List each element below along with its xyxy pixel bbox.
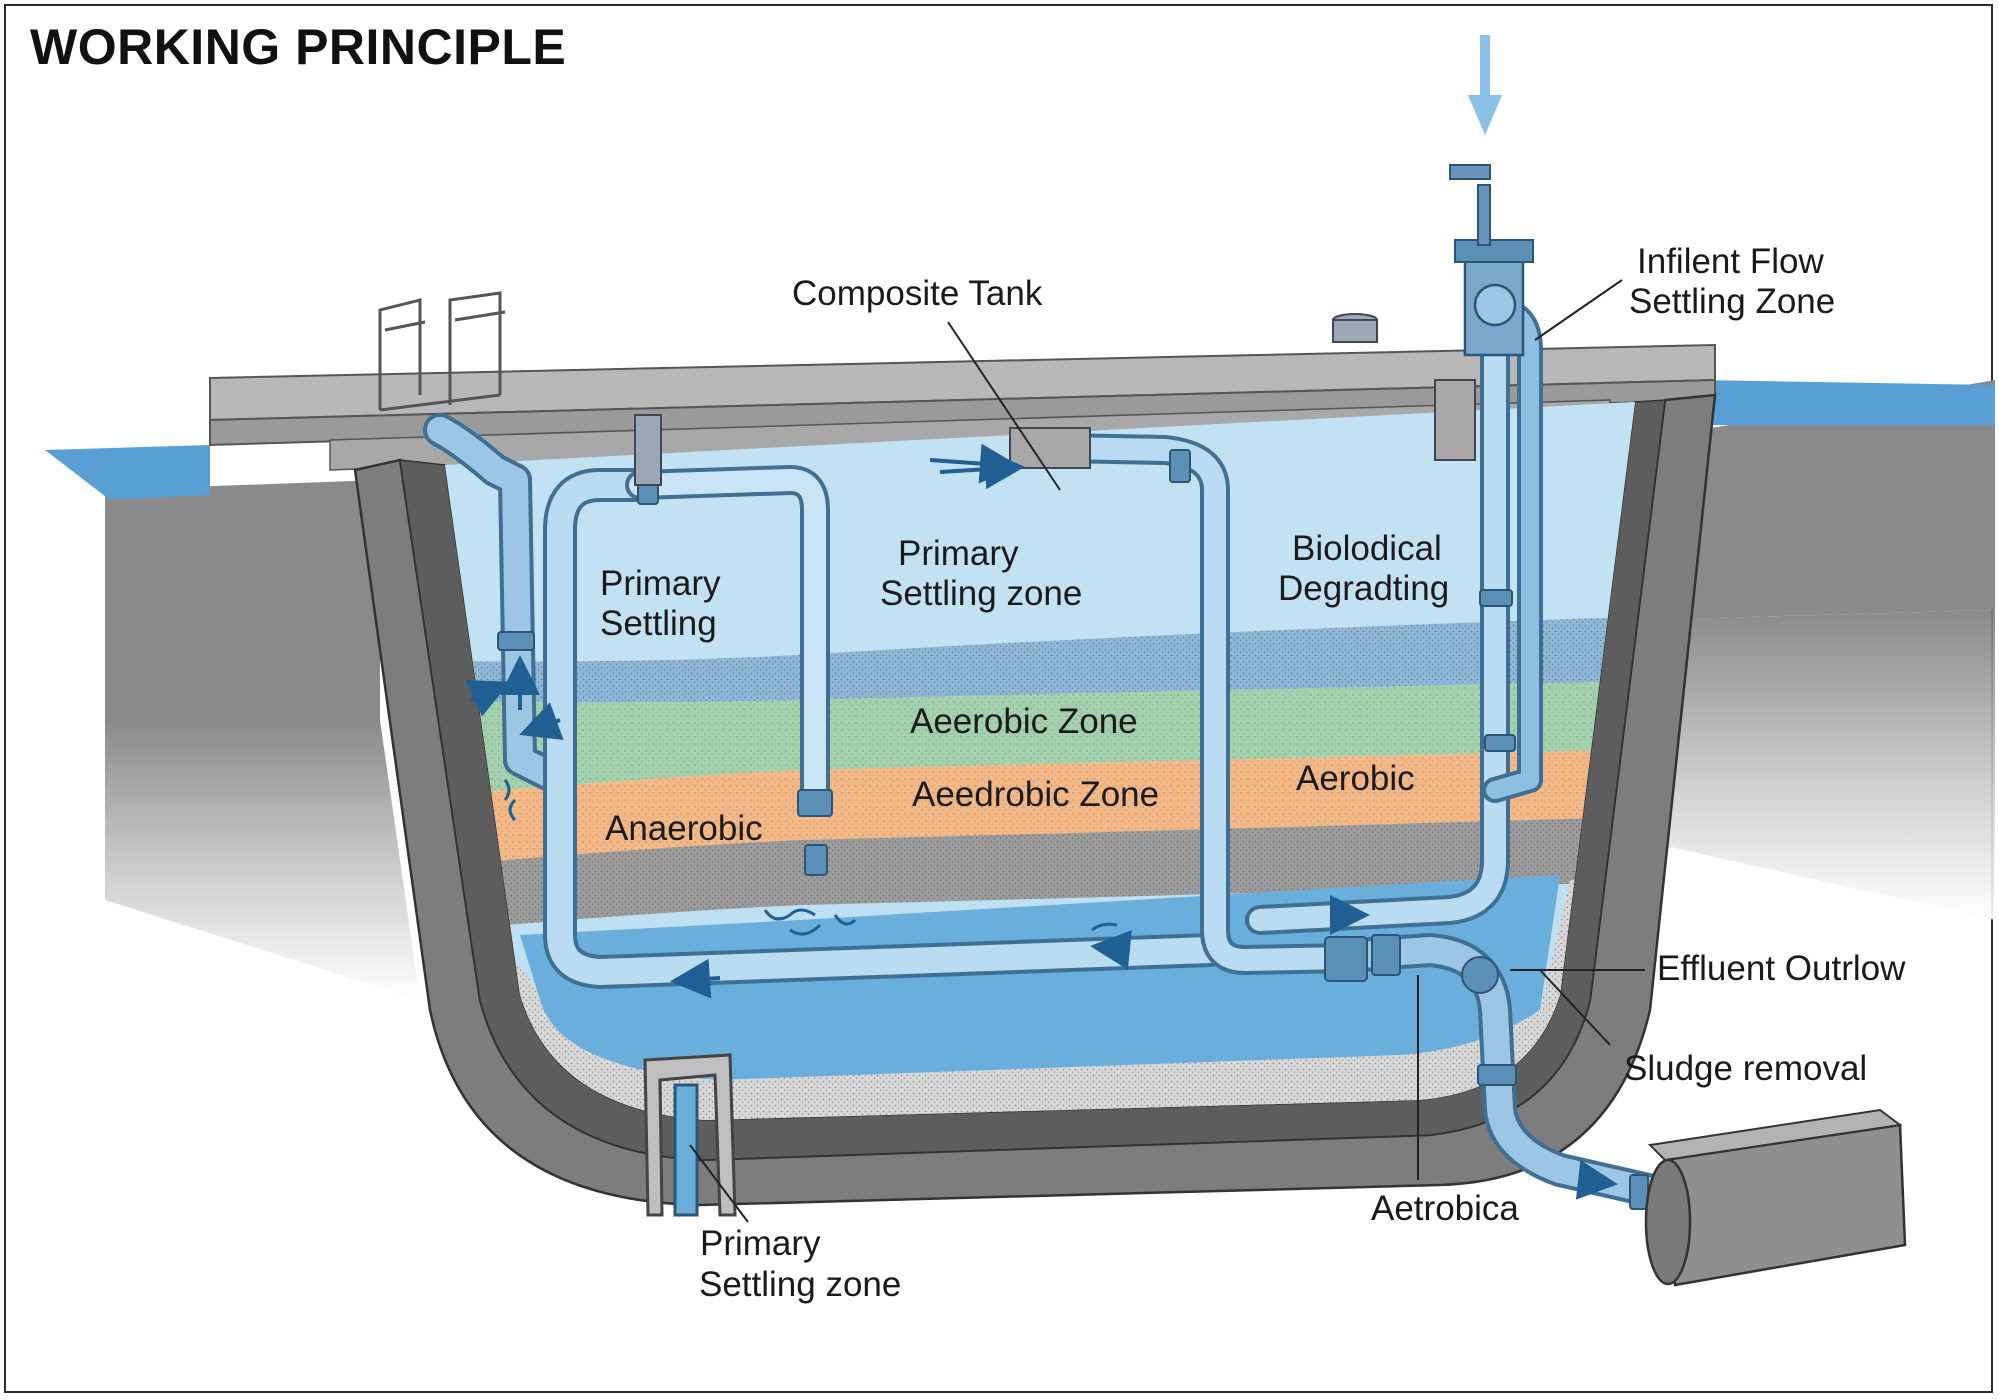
- label-primary-left: Primary: [600, 564, 721, 603]
- label-anaerobic: Anaerobic: [605, 809, 763, 848]
- label-aerobic-zone-mid: Aeedrobic Zone: [912, 775, 1159, 814]
- label-settling-zone-bottom: Settling zone: [699, 1265, 901, 1304]
- label-aerobica: Aetrobica: [1371, 1189, 1519, 1228]
- label-effluent-outflow: Effluent Outrlow: [1657, 949, 1906, 988]
- leader-lines: [689, 279, 1645, 1223]
- outside-water: [45, 380, 1995, 500]
- inlet-tower: [1449, 164, 1534, 357]
- label-degrading: Degradting: [1278, 569, 1449, 608]
- labels: Composite Tank Infilent Flow Settling Zo…: [600, 242, 1906, 1304]
- flow-arrows: [465, 443, 1618, 1200]
- swirl-marks: [503, 779, 1118, 936]
- ground: [105, 380, 1995, 1000]
- label-settling-left: Settling: [600, 604, 717, 643]
- inlet-arrow: [1468, 35, 1502, 135]
- label-settling-zone-center: Settling zone: [880, 574, 1082, 613]
- label-sludge-removal: Sludge removal: [1624, 1049, 1867, 1088]
- label-infilent-flow: Infilent Flow: [1637, 242, 1824, 281]
- label-primary-bottom: Primary: [700, 1224, 821, 1263]
- sludge-pump: [1644, 1108, 1907, 1287]
- railings: [378, 291, 506, 412]
- label-settling-zone-top: Settling Zone: [1629, 282, 1835, 321]
- label-primary-center: Primary: [898, 534, 1019, 573]
- pipe-fittings: [497, 449, 1649, 1210]
- sludge-hopper: [643, 1053, 737, 1217]
- label-aerobic-right: Aerobic: [1296, 759, 1415, 798]
- label-aerobic-zone-top: Aeerobic Zone: [910, 702, 1138, 741]
- tank-fixtures: [634, 313, 1476, 486]
- diagram-title: WORKING PRINCIPLE: [30, 19, 567, 75]
- label-biological: Biolodical: [1292, 529, 1442, 568]
- label-composite-tank: Composite Tank: [792, 274, 1043, 313]
- tank-layers: [445, 402, 1635, 1120]
- tank-wall: [353, 393, 1717, 1207]
